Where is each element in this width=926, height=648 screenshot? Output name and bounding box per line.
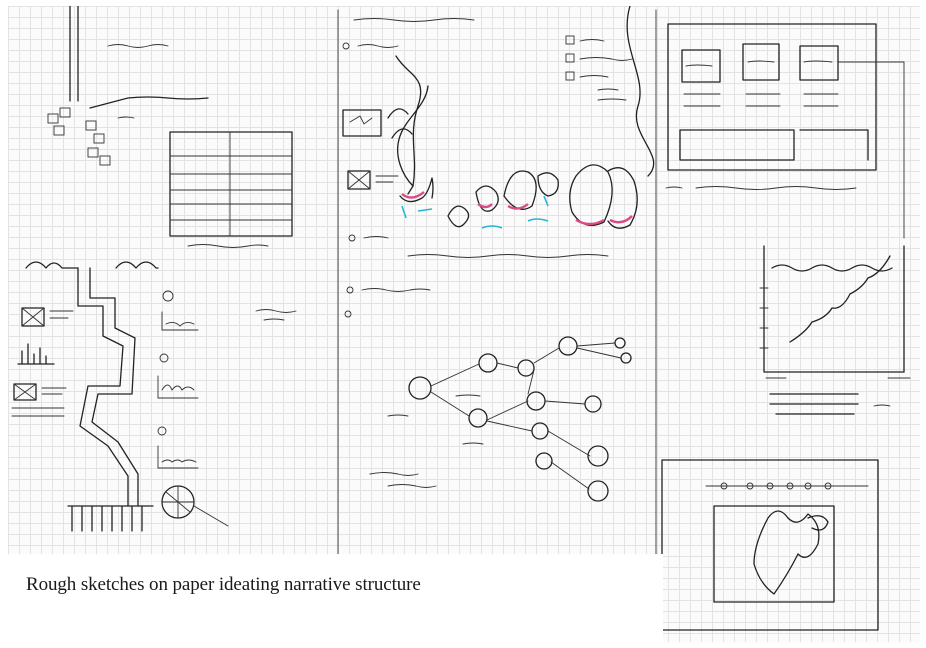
paper-sheet-borders [337, 6, 657, 642]
sketch-photo: Rough sketches on paper ideating narrati… [8, 6, 920, 642]
right-top-sketch [665, 23, 905, 239]
middle-tree-sketch [369, 336, 632, 502]
left-top-sketch [47, 6, 293, 248]
middle-top-sketch [342, 18, 638, 318]
right-map-sketch [661, 459, 879, 631]
sketch-drawings [11, 6, 911, 642]
left-flow-sketch [11, 261, 297, 532]
right-chart-sketch [759, 245, 911, 415]
image-caption: Rough sketches on paper ideating narrati… [26, 574, 421, 595]
caption-background [8, 554, 663, 642]
